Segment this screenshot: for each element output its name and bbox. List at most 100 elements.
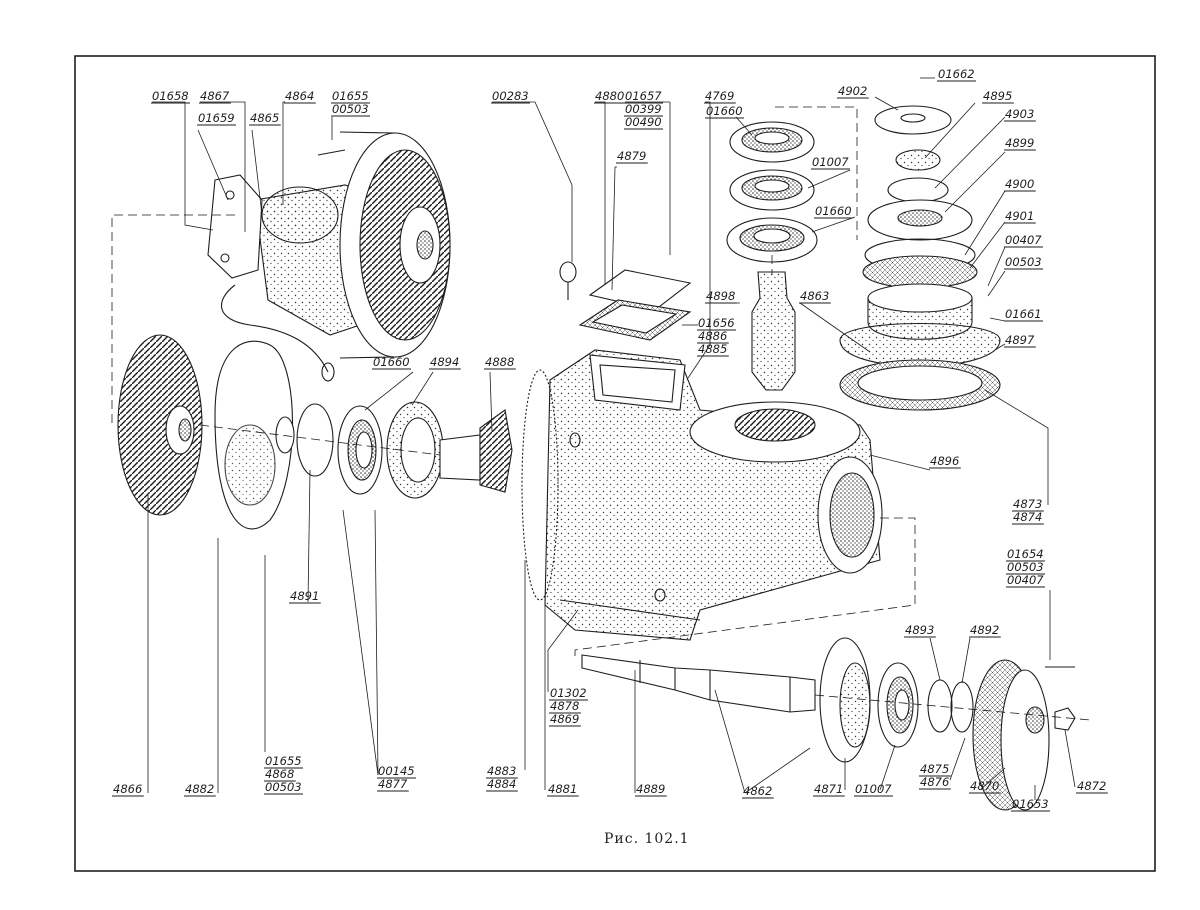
callout-4865: 4865 — [249, 111, 281, 126]
callout-label: 01658 — [152, 89, 189, 103]
callout-4769: 4769 — [704, 89, 736, 104]
callout-label: 01662 — [938, 67, 975, 81]
callout-label: 4863 — [800, 289, 829, 303]
callout-label: 01007 — [855, 782, 892, 796]
callout-01661: 01661 — [1004, 307, 1043, 322]
callout-4892: 4892 — [969, 623, 1001, 638]
callout-label: 4875 — [920, 762, 949, 776]
lifting-eye — [559, 261, 577, 300]
callout-4894: 4894 — [429, 355, 461, 370]
callout-label: 4889 — [636, 782, 665, 796]
end-cover — [819, 637, 871, 763]
callout-label: 01302 — [550, 686, 587, 700]
bearing-left — [337, 405, 383, 495]
callout-4867: 4867 — [199, 89, 231, 104]
callout-label: 4874 — [1013, 510, 1042, 524]
callout-label: 01657 — [625, 89, 662, 103]
callout-4866: 4866 — [112, 782, 144, 797]
callout-01660-mid: 01660 — [814, 204, 853, 219]
callout-4903: 4903 — [1004, 107, 1036, 122]
callout-label: 01659 — [198, 111, 235, 125]
callout-label: 4876 — [920, 775, 949, 789]
bevel-pinion — [439, 409, 513, 493]
gearbox-housing — [544, 349, 883, 641]
callout-label: 4869 — [550, 712, 579, 726]
callout-label: 4897 — [1005, 333, 1035, 347]
callout-label: 00407 — [1005, 233, 1042, 247]
callout-label: 4888 — [485, 355, 514, 369]
spacer-ring — [950, 681, 974, 733]
callout-01659: 01659 — [197, 111, 236, 126]
callout-01662: 01662 — [937, 67, 976, 82]
top-cover-stack — [839, 105, 1001, 411]
callout-4862: 4862 — [742, 784, 774, 799]
callout-label: 4896 — [930, 454, 959, 468]
callout-label: 00503 — [1005, 255, 1042, 269]
callout-4870: 4870 — [969, 779, 1001, 794]
callout-label: 4892 — [970, 623, 999, 637]
callout-label: 4900 — [1005, 177, 1034, 191]
callout-label: 01007 — [812, 155, 849, 169]
callout-01660-low: 01660 — [372, 355, 411, 370]
callout-4888: 4888 — [484, 355, 516, 370]
callout-label: 01660 — [815, 204, 852, 218]
callout-label: 4873 — [1013, 497, 1042, 511]
callout-4898: 4898 — [705, 289, 737, 304]
callout-label: 4901 — [1005, 209, 1034, 223]
callout-4863: 4863 — [799, 289, 831, 304]
callout-label: 4870 — [970, 779, 999, 793]
callout-01653: 01653 — [1011, 797, 1050, 812]
callout-00407: 00407 — [1004, 233, 1043, 248]
callout-4896: 4896 — [929, 454, 961, 469]
callout-label: 4883 — [487, 764, 516, 778]
assembly-lines — [111, 106, 1091, 721]
callout-label: 4895 — [983, 89, 1012, 103]
callout-label: 4867 — [200, 89, 230, 103]
callout-label: 4893 — [905, 623, 934, 637]
callout-label: 00145 — [378, 764, 415, 778]
callout-label: 4891 — [290, 589, 319, 603]
callout-4880: 4880 — [594, 89, 626, 104]
bearing-cup — [386, 401, 444, 499]
callout-label: 4880 — [595, 89, 624, 103]
callout-4891: 4891 — [289, 589, 321, 604]
callout-01658: 01658 — [151, 89, 190, 104]
callout-01007-top: 01007 — [811, 155, 850, 170]
callout-4899: 4899 — [1004, 136, 1036, 151]
callout-4871: 4871 — [813, 782, 845, 797]
callout-4902: 4902 — [837, 84, 869, 99]
callout-label: 4885 — [698, 342, 727, 356]
callout-label: 4878 — [550, 699, 579, 713]
figure-caption: Рис. 102.1 — [604, 831, 690, 847]
callout-label: 00503 — [1007, 560, 1044, 574]
callout-4893: 4893 — [904, 623, 936, 638]
callout-4897: 4897 — [1004, 333, 1036, 348]
callout-label: 4899 — [1005, 136, 1034, 150]
callout-label: 4902 — [838, 84, 867, 98]
callout-label: 00407 — [1007, 573, 1044, 587]
callout-4879: 4879 — [616, 149, 648, 164]
output-shaft — [581, 654, 816, 713]
callout-label: 4894 — [430, 355, 459, 369]
callout-label: 4886 — [698, 329, 727, 343]
callout-label: 4898 — [706, 289, 735, 303]
callout-label: 00503 — [332, 102, 369, 116]
callout-4882: 4882 — [184, 782, 216, 797]
callout-4900: 4900 — [1004, 177, 1036, 192]
callout-label: 4884 — [487, 777, 516, 791]
callout-label: 00283 — [492, 89, 529, 103]
callout-label: 4864 — [285, 89, 314, 103]
bearing-bottom — [877, 662, 919, 748]
callout-label: 4877 — [378, 777, 408, 791]
callout-label: 01660 — [373, 355, 410, 369]
callout-label: 00399 — [625, 102, 662, 116]
output-flange — [972, 659, 1050, 811]
